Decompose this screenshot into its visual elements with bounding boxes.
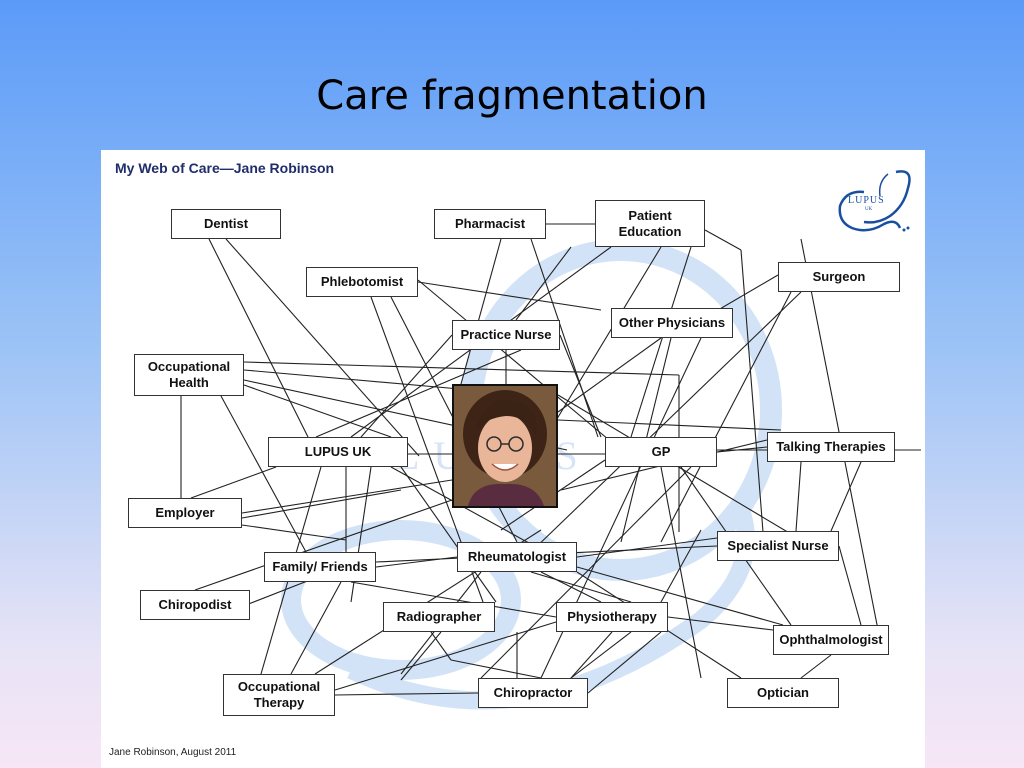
node-rheumatologist: Rheumatologist (457, 542, 577, 572)
logo-text: LUPUS (848, 195, 885, 206)
connection-line (530, 571, 632, 603)
node-surgeon: Surgeon (778, 262, 900, 292)
connection-line (530, 291, 802, 553)
connection-line (530, 238, 599, 438)
connection-line (630, 246, 692, 438)
logo-subtext: UK (865, 207, 873, 212)
connection-line (557, 394, 802, 541)
connection-line (243, 369, 472, 391)
jane-robinson-photo (452, 384, 558, 508)
node-chiropractor: Chiropractor (478, 678, 588, 708)
connection-line (545, 246, 662, 438)
node-employer: Employer (128, 498, 242, 528)
connection-line (243, 361, 680, 376)
connection-line (290, 581, 342, 675)
node-gp: GP (605, 437, 717, 467)
node-practice-nurse: Practice Nurse (452, 320, 560, 350)
connection-line (660, 291, 792, 543)
connection-line (334, 621, 557, 691)
node-specialist-nurse: Specialist Nurse (717, 531, 839, 561)
node-other-physicians: Other Physicians (611, 308, 733, 338)
connection-line (450, 659, 542, 679)
connection-line (515, 246, 572, 321)
connection-line (400, 466, 497, 603)
connection-line (557, 337, 662, 413)
connection-line (480, 466, 692, 679)
slide-title: Care fragmentation (316, 73, 708, 119)
connection-line (350, 581, 557, 618)
connection-line (587, 631, 662, 694)
connection-line (241, 489, 402, 519)
connection-line (243, 384, 392, 438)
lupus-uk-logo: LUPUS UK (834, 166, 918, 242)
node-optician: Optician (727, 678, 839, 708)
connection-line (800, 654, 832, 679)
node-talking-therapies: Talking Therapies (767, 432, 895, 462)
node-pharmacist: Pharmacist (434, 209, 546, 239)
connection-line (190, 466, 277, 499)
connection-line (225, 238, 420, 457)
connection-line (559, 334, 602, 438)
node-family-friends: Family/ Friends (264, 552, 376, 582)
web-of-care-diagram: LUPUS My Web of Care—Jane Robinson LUPUS… (101, 150, 925, 768)
node-patient-education: Patient Education (595, 200, 705, 247)
node-dentist: Dentist (171, 209, 281, 239)
connection-line (704, 229, 742, 251)
connection-line (241, 524, 347, 541)
connection-line (838, 545, 862, 626)
connection-line (660, 529, 702, 603)
node-chiropodist: Chiropodist (140, 590, 250, 620)
connection-line (220, 395, 307, 553)
connection-line (400, 631, 442, 681)
connection-line (576, 566, 784, 626)
connection-line (830, 461, 862, 532)
connection-line (334, 692, 479, 696)
connection-line (740, 249, 764, 533)
node-occupational-health: Occupational Health (134, 354, 244, 396)
connection-line (795, 461, 802, 532)
connection-line (194, 499, 453, 591)
connection-line (667, 616, 774, 631)
connection-line (570, 631, 632, 679)
connection-line (576, 537, 718, 558)
connection-line (460, 238, 502, 385)
node-radiographer: Radiographer (383, 602, 495, 632)
connection-line (241, 479, 453, 514)
connection-line (417, 281, 602, 311)
node-lupus-uk: LUPUS UK (268, 437, 408, 467)
node-ophthalmologist: Ophthalmologist (773, 625, 889, 655)
connection-line (570, 631, 613, 679)
node-phlebotomist: Phlebotomist (306, 267, 418, 297)
node-physiotherapy: Physiotherapy (556, 602, 668, 632)
node-occupational-therapy: Occupational Therapy (223, 674, 335, 716)
diagram-title: My Web of Care—Jane Robinson (115, 160, 335, 176)
connection-line (360, 334, 453, 438)
connection-line (540, 571, 602, 603)
connection-line (660, 466, 702, 679)
connection-line (557, 419, 782, 431)
connection-line (208, 238, 309, 438)
diagram-credit: Jane Robinson, August 2011 (109, 747, 237, 758)
